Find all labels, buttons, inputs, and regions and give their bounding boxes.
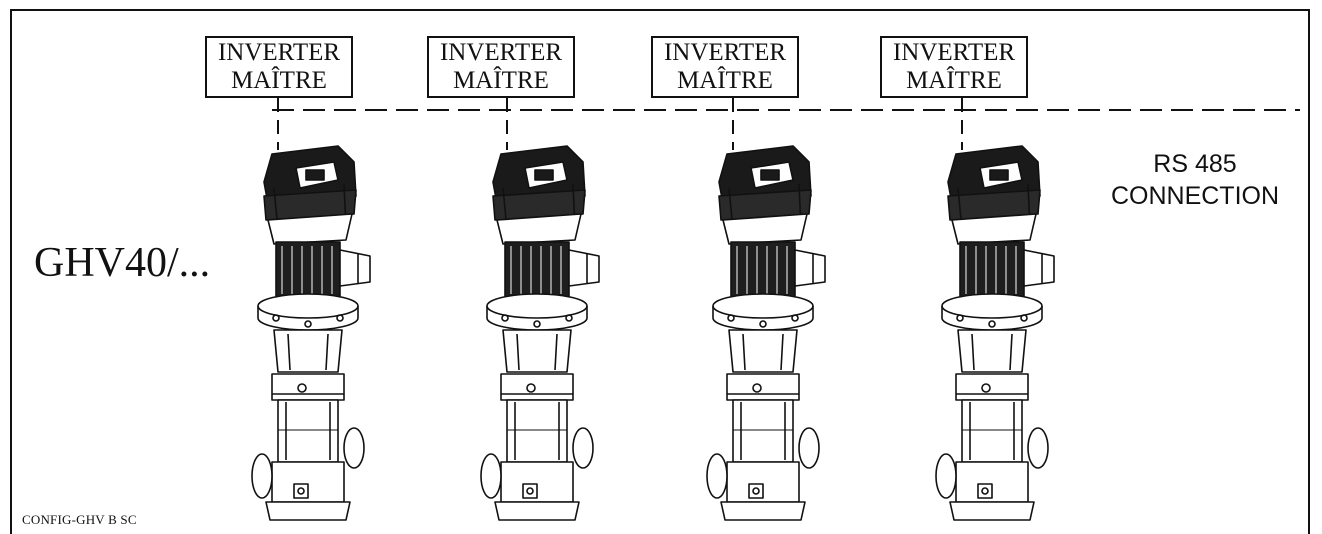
pump-model-label: GHV40/... <box>34 240 211 286</box>
pump-unit <box>706 145 826 521</box>
inverter-label-line1: INVERTER <box>663 39 787 66</box>
drawing-code: CONFIG-GHV B SC <box>22 512 137 527</box>
inverter-label-line1: INVERTER <box>217 39 341 66</box>
inverter-box-4: INVERTER MAÎTRE <box>880 36 1028 98</box>
inverter-label-line2: MAÎTRE <box>231 67 327 94</box>
inverter-box-2: INVERTER MAÎTRE <box>427 36 575 98</box>
inverter-label-line2: MAÎTRE <box>677 67 773 94</box>
pump-unit <box>935 145 1055 521</box>
inverter-box-1: INVERTER MAÎTRE <box>205 36 353 98</box>
pump-unit <box>251 145 371 521</box>
bus-label-line2: CONNECTION <box>1110 182 1280 210</box>
inverter-label-line2: MAÎTRE <box>453 67 549 94</box>
bus-label-line1: RS 485 <box>1153 150 1237 178</box>
inverter-label-line1: INVERTER <box>439 39 563 66</box>
drawing-frame <box>10 9 1310 534</box>
rs485-connection-label: RS 485 CONNECTION <box>1100 148 1290 212</box>
inverter-label-line2: MAÎTRE <box>906 67 1002 94</box>
inverter-label-line1: INVERTER <box>892 39 1016 66</box>
inverter-box-3: INVERTER MAÎTRE <box>651 36 799 98</box>
pump-unit <box>480 145 600 521</box>
